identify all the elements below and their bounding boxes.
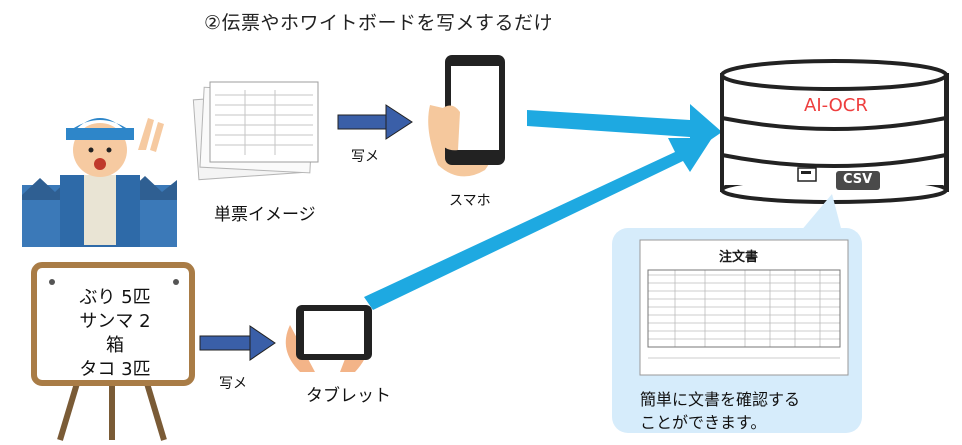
whiteboard-line-2: サンマ 2 (79, 311, 151, 332)
photo-arrow-bottom (199, 325, 276, 361)
paper-slips-illustration (192, 81, 319, 181)
photo-label-top: 写メ (351, 149, 379, 165)
smartphone-label: スマホ (449, 193, 491, 209)
whiteboard-line-4: タコ 3匹 (79, 359, 151, 380)
preview-caption-line-1: 簡単に文書を確認する (640, 390, 801, 409)
document-title: 注文書 (719, 250, 759, 265)
photo-label-bottom: 写メ (219, 376, 247, 392)
tablet-illustration (285, 305, 372, 372)
whiteboard-line-3: 箱 (106, 335, 124, 356)
csv-label: CSV (843, 172, 873, 187)
bubble-tail (800, 194, 842, 232)
ai-ocr-label: AI-OCR (804, 95, 868, 116)
arrow-tablet-to-db (364, 138, 712, 310)
diagram-title: ②伝票やホワイトボードを写メするだけ (204, 12, 554, 34)
connector-arrows (364, 104, 722, 310)
smartphone-illustration (428, 55, 505, 177)
preview-caption: 簡単に文書を確認する ことができます。 (640, 388, 800, 434)
database-cylinder (720, 59, 949, 204)
whiteboard-illustration (31, 262, 195, 441)
whiteboard-line-1: ぶり 5匹 (79, 287, 151, 308)
photo-arrow-top (337, 104, 413, 140)
preview-caption-line-2: ことができます。 (640, 413, 767, 432)
whiteboard-text: ぶり 5匹 サンマ 2 箱 タコ 3匹 (40, 286, 190, 382)
csv-file-icon (797, 167, 817, 182)
fisherman-illustration (22, 118, 177, 247)
tablet-label: タブレット (306, 386, 391, 406)
arrow-phone-to-db (527, 104, 722, 154)
slip-image-label: 単票イメージ (214, 205, 316, 225)
